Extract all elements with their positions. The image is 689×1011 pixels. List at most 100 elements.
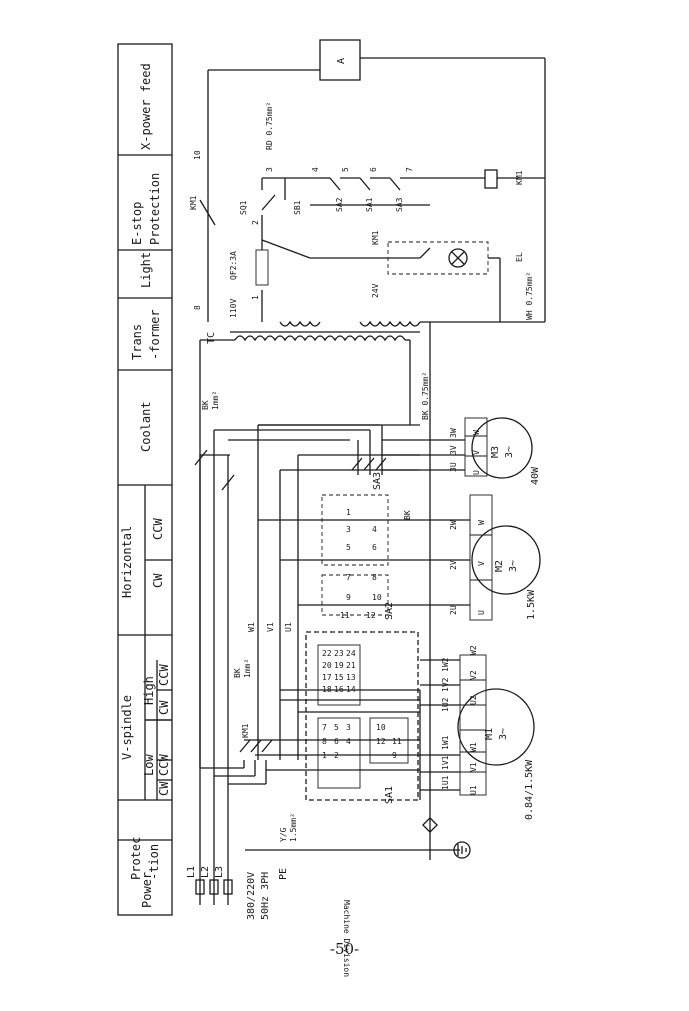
node-7: 7 [405, 167, 414, 172]
header-coolant: Coolant [139, 401, 153, 452]
header-high: High [142, 676, 156, 705]
m3-rating: 40W [530, 466, 541, 485]
label-u1: U1 [284, 622, 293, 632]
svg-text:20: 20 [322, 661, 332, 670]
supply-frequency: 50Hz 3PH [260, 872, 271, 920]
node-8: 8 [193, 305, 202, 310]
node-6: 6 [369, 167, 378, 172]
svg-text:5: 5 [346, 543, 351, 552]
table-labels: Power Protec -tion CW CCW Low CW CCW Hig… [120, 63, 171, 908]
header-transformer: Trans [130, 324, 144, 360]
svg-text:21: 21 [346, 661, 356, 670]
motor-m3: M3 3~ 40W U V W 3U 3V 3W [449, 417, 541, 485]
svg-text:W: W [472, 430, 481, 435]
label-sb1: SB1 [293, 200, 302, 215]
header-cw-low: CW [157, 781, 171, 796]
label-rd: RD 0.75mm² [265, 102, 274, 150]
svg-text:W1: W1 [469, 742, 478, 752]
pe-wire-label: Y/G [279, 827, 288, 842]
svg-text:2U: 2U [449, 605, 458, 615]
svg-text:12: 12 [366, 611, 376, 620]
svg-text:6: 6 [372, 543, 377, 552]
label-pe: PE [278, 868, 289, 880]
label-w1: W1 [247, 622, 256, 632]
svg-text:U: U [477, 610, 486, 615]
label-bk2: BK [201, 400, 210, 410]
header-cw-high: CW [157, 700, 171, 715]
svg-text:10: 10 [372, 593, 382, 602]
bus-lines: KM1 W1 V1 U1 BK 1mm² BK 1mm² [194, 339, 420, 785]
label-km1-aux: KM1 [371, 230, 380, 245]
machine-division: Machine Division [342, 900, 351, 977]
page-number: -50- [329, 940, 360, 958]
label-24v: 24V [371, 283, 380, 298]
motor-m2: M2 3~ 1.5KW U V W 2U 2V 2W [449, 494, 541, 621]
node-4: 4 [311, 167, 320, 172]
svg-text:V: V [477, 561, 486, 566]
m2-rating: 1.5KW [526, 589, 537, 620]
label-sa3: SA3 [372, 472, 383, 490]
header-horizontal: Horizontal [120, 526, 134, 598]
label-l3: L3 [214, 866, 225, 878]
svg-text:V1: V1 [469, 762, 478, 772]
svg-text:1U1: 1U1 [441, 775, 450, 790]
header-ccw-high: CCW [157, 664, 171, 686]
node-2: 2 [251, 220, 260, 225]
m1-name: M1 [484, 728, 495, 740]
header-protection: Protec [129, 837, 143, 880]
svg-text:17: 17 [322, 673, 332, 682]
svg-text:15: 15 [334, 673, 344, 682]
motor-m1: M1 3~ 0.84/1.5KW U1 V1 W1 U2 V2 W2 1U1 1… [420, 645, 535, 820]
svg-text:1V1: 1V1 [441, 755, 450, 770]
lamp-el [448, 248, 468, 268]
svg-text:12: 12 [376, 737, 386, 746]
m3-name: M3 [490, 446, 501, 458]
svg-text:19: 19 [334, 661, 344, 670]
svg-text:3: 3 [346, 723, 351, 732]
header-transformer-2: -former [148, 309, 162, 360]
svg-text:W2: W2 [469, 645, 478, 655]
label-l2: L2 [200, 866, 211, 878]
label-wh: WH 0.75mm² [525, 272, 534, 320]
m3-phase: 3~ [504, 446, 515, 458]
svg-text:W: W [477, 520, 486, 525]
svg-text:11: 11 [340, 611, 350, 620]
node-1: 1 [251, 295, 260, 300]
label-qf2: QF2:3A [229, 251, 238, 280]
svg-text:6: 6 [334, 737, 339, 746]
svg-text:7: 7 [346, 573, 351, 582]
header-ccw-low: CCW [157, 754, 171, 776]
svg-text:3U: 3U [449, 462, 458, 472]
label-km1-main: KM1 [241, 723, 250, 738]
svg-text:4: 4 [346, 737, 351, 746]
svg-text:2W: 2W [449, 520, 458, 530]
label-sa1: SA1 [384, 786, 395, 804]
header-ccw-horizontal: CCW [151, 518, 165, 540]
svg-text:1W2: 1W2 [441, 657, 450, 672]
svg-text:1: 1 [346, 508, 351, 517]
svg-text:3W: 3W [449, 428, 458, 438]
supply-voltage: 380/220V [246, 872, 257, 920]
control-circuit: A 10 8 KM1 110V QF2:3A 1 2 SQ1 3 RD 0.75… [189, 39, 546, 323]
label-110v: 110V [229, 299, 238, 318]
svg-text:U1: U1 [469, 785, 478, 795]
power-supply: L1 L2 L3 380/220V 50Hz 3PH PE Y/G 1.5mm²… [186, 455, 471, 977]
label-bk-horizontal: BK [403, 510, 412, 520]
svg-text:8: 8 [372, 573, 377, 582]
m1-rating: 0.84/1.5KW [524, 759, 535, 820]
m1-phase: 3~ [498, 728, 509, 740]
svg-text:V2: V2 [469, 670, 478, 680]
svg-text:13: 13 [346, 673, 356, 682]
node-3: 3 [265, 167, 274, 172]
svg-text:4: 4 [372, 525, 377, 534]
svg-text:8: 8 [322, 737, 327, 746]
sa3-coolant-switch: SA3 BK 0.75mm² [351, 372, 465, 490]
svg-text:5: 5 [334, 723, 339, 732]
header-protection-2: -tion [147, 844, 161, 880]
pe-wire-size: 1.5mm² [289, 813, 298, 842]
svg-text:10: 10 [376, 723, 386, 732]
header-power: Power [140, 872, 154, 908]
svg-text:24: 24 [346, 649, 356, 658]
